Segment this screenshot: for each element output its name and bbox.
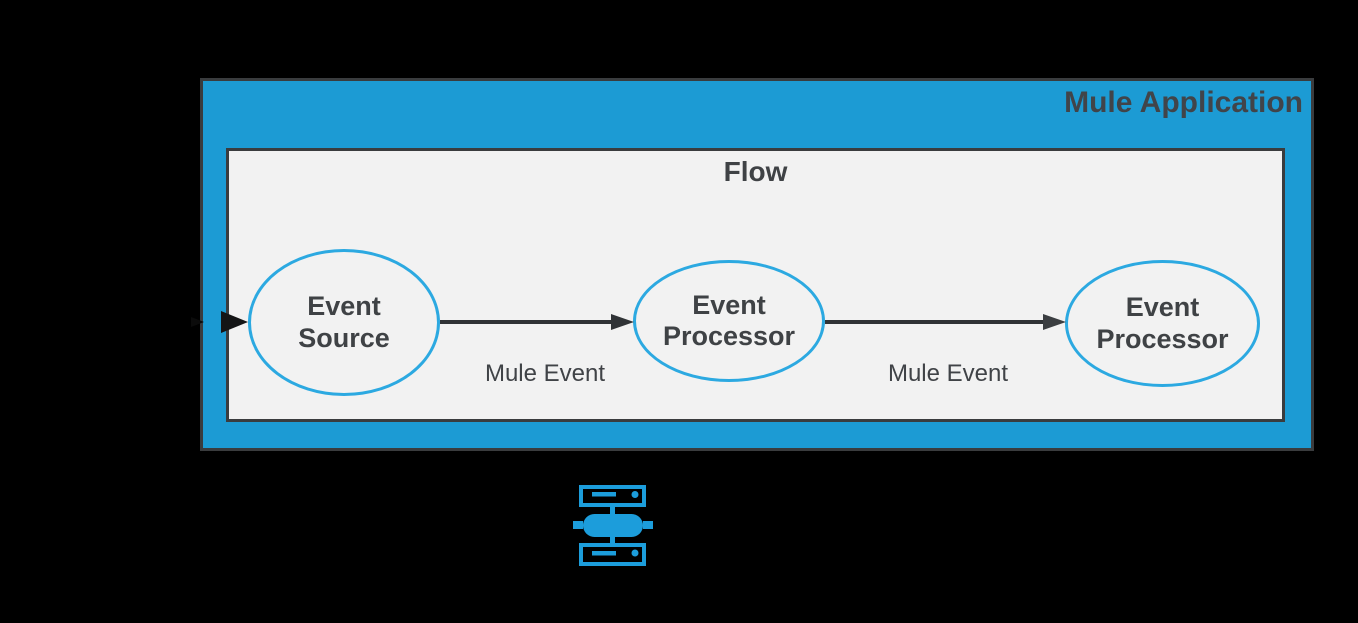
server-top-slot	[592, 492, 616, 497]
server-bottom-slot	[592, 551, 616, 556]
event-source-node: Event Source	[248, 249, 440, 396]
engine-left-tab	[573, 521, 583, 529]
event-processor-1-label: Event Processor	[662, 289, 796, 351]
server-top-rect	[579, 485, 646, 507]
mule-event-label-1: Mule Event	[484, 360, 606, 387]
connector-top	[610, 507, 615, 515]
connector-bottom	[610, 537, 615, 544]
event-source-label: Event Source	[298, 291, 390, 353]
event-processor-2-node: Event Processor	[1065, 260, 1260, 387]
engine-capsule	[583, 514, 643, 537]
event-processor-2-label: Event Processor	[1096, 292, 1229, 354]
engine-right-tab	[643, 521, 653, 529]
mule-runtime-server-icon	[573, 485, 653, 566]
mule-event-label-2: Mule Event	[887, 360, 1009, 387]
server-bottom-led	[631, 549, 639, 557]
mule-application-title: Mule Application	[1064, 86, 1303, 119]
server-top-led	[631, 491, 639, 498]
flow-title: Flow	[723, 156, 788, 187]
server-bottom-rect	[579, 543, 646, 566]
event-processor-1-node: Event Processor	[633, 260, 825, 382]
